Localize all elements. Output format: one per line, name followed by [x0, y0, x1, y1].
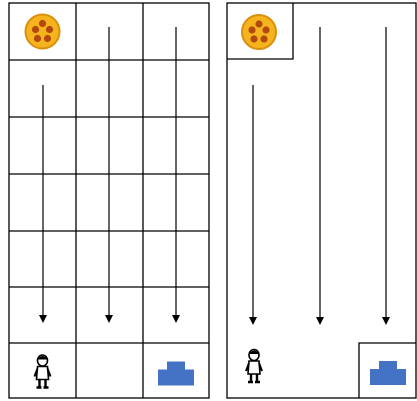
- person-arm-right: [258, 362, 263, 372]
- person-arm-left: [245, 362, 250, 372]
- person-body: [247, 360, 261, 375]
- coin-body: [24, 13, 61, 50]
- person-arm-left: [33, 368, 39, 377]
- coin-icon: [24, 13, 61, 50]
- person-arm-right: [46, 368, 52, 377]
- left-grid-panel: [8, 2, 210, 399]
- coin-dot: [262, 26, 270, 34]
- right-open-panel: [226, 2, 417, 399]
- coin-dot: [248, 26, 256, 34]
- left-grid-frame: [8, 2, 210, 399]
- coin-icon: [241, 14, 277, 50]
- person-hair: [37, 356, 48, 360]
- person-body: [35, 365, 50, 381]
- coin-dot: [38, 19, 47, 28]
- bottom-right-cell-border: [358, 342, 416, 398]
- block-base: [158, 369, 194, 386]
- coin-dot: [255, 20, 263, 28]
- person-icon: [33, 354, 52, 389]
- block-icon: [158, 361, 194, 386]
- right-panel-frame: [226, 2, 417, 399]
- block-base: [370, 369, 406, 385]
- coin-dot: [43, 34, 52, 43]
- person-legs: [38, 379, 47, 388]
- coin-body: [241, 14, 277, 50]
- block-top: [379, 361, 397, 371]
- block-icon: [370, 361, 406, 385]
- coin-dot: [250, 35, 258, 43]
- person-hair: [249, 350, 259, 354]
- person-legs: [249, 374, 259, 382]
- block-top: [167, 361, 185, 372]
- top-left-cell-border: [227, 3, 294, 60]
- coin-dot: [45, 25, 54, 34]
- coin-dot: [260, 35, 268, 43]
- coin-dot: [31, 25, 40, 34]
- person-icon: [245, 348, 263, 384]
- coin-dot: [33, 34, 42, 43]
